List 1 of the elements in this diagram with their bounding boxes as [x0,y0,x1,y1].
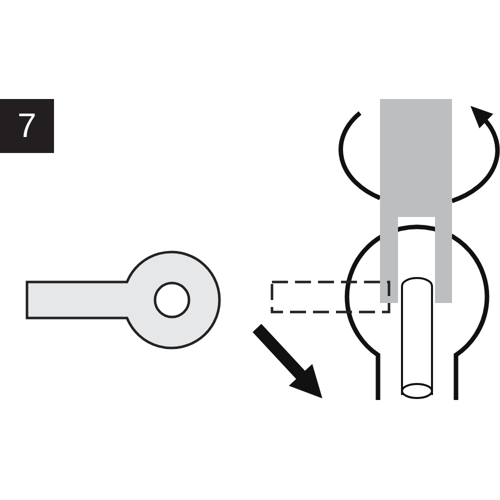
step-number: 7 [0,99,54,153]
